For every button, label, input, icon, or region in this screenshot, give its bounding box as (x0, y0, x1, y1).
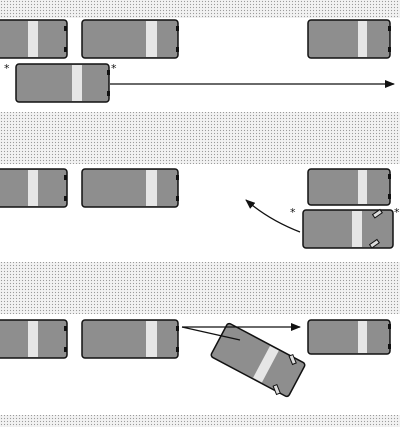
sidewalk-strip (0, 0, 400, 18)
reversing-car (302, 208, 394, 249)
sidewalk-strip (0, 415, 400, 427)
angled-car (210, 322, 306, 398)
parked-car (0, 168, 68, 208)
driving-car (15, 63, 110, 103)
parked-car (0, 19, 68, 59)
front-wheel (371, 208, 383, 219)
marker-star: * (111, 62, 117, 75)
panel-bottom (0, 319, 391, 398)
parked-car (307, 319, 391, 355)
sidewalk-strip (0, 112, 400, 164)
front-wheel (368, 238, 380, 249)
panel-top: * * (0, 19, 395, 103)
rear-wheel (272, 383, 281, 396)
parked-car (81, 19, 179, 59)
marker-star: * (4, 62, 10, 75)
motion-arrow (245, 199, 301, 233)
parked-car (307, 168, 391, 206)
parked-car (307, 19, 391, 59)
parked-car (81, 319, 179, 359)
marker-star: * (394, 206, 400, 219)
marker-star: * (290, 206, 296, 219)
sidewalk-strip (0, 262, 400, 314)
rear-wheel (288, 353, 297, 366)
motion-arrow (181, 326, 241, 341)
parked-car (0, 319, 68, 359)
parked-car (81, 168, 179, 208)
panel-middle: * * (0, 168, 400, 249)
